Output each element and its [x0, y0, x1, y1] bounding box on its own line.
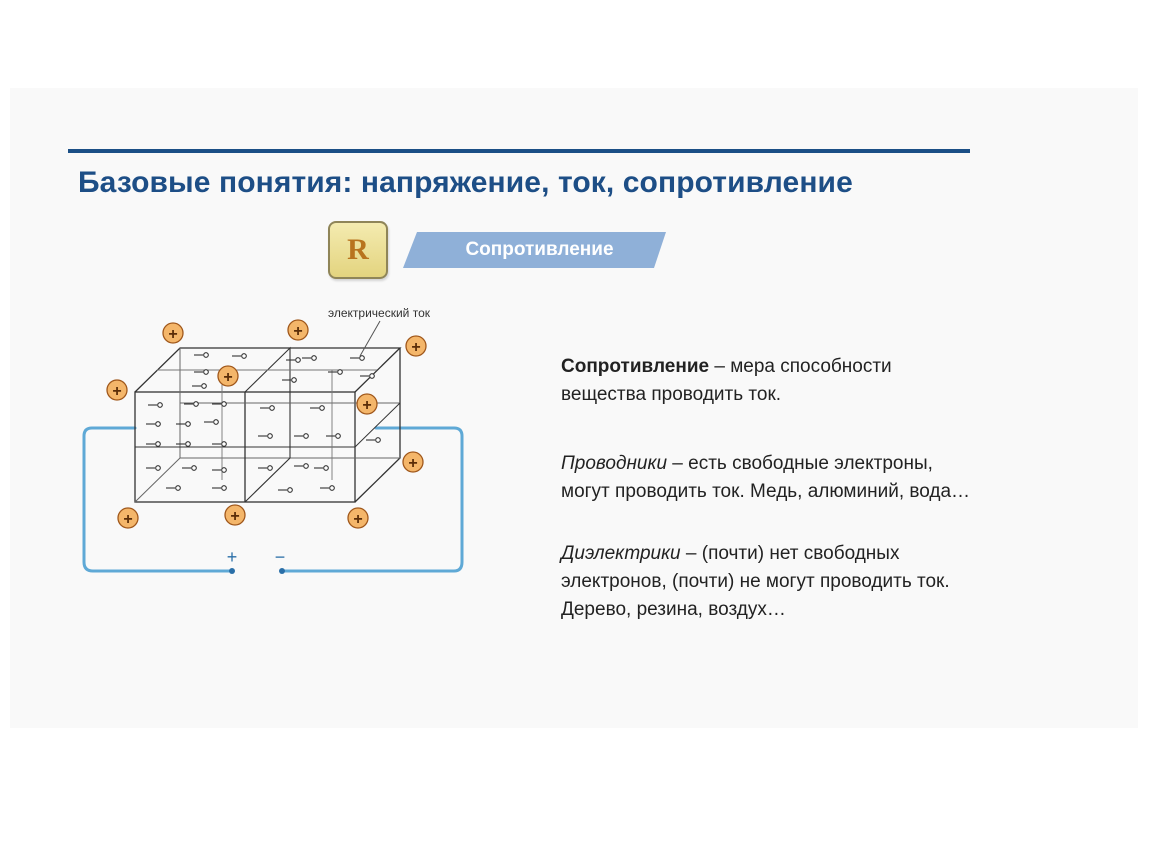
ion-icon: + — [117, 507, 139, 529]
svg-text:+: + — [353, 511, 362, 528]
definition-dielectrics: Диэлектрики – (почти) нет свободных элек… — [561, 540, 1121, 624]
conductor-diagram: + − — [82, 306, 464, 574]
ion-icon: + — [402, 451, 424, 473]
svg-text:+: + — [168, 326, 177, 343]
svg-text:+: + — [112, 383, 121, 400]
current-leader-line — [359, 320, 381, 357]
definition-resistance: Сопротивление – мера способности веществ… — [561, 353, 1121, 409]
definition-text: могут проводить ток. Медь, алюминий, вод… — [561, 481, 971, 502]
definition-text: вещества проводить ток. — [561, 384, 782, 405]
ion-icon: + — [405, 335, 427, 357]
ion-icon: + — [162, 322, 184, 344]
terminal-plus-label: + — [227, 547, 238, 567]
svg-text:+: + — [230, 508, 239, 525]
definition-conductors: Проводники – есть свободные электроны, м… — [561, 450, 1121, 506]
svg-text:+: + — [123, 511, 132, 528]
svg-text:+: + — [223, 369, 232, 386]
crystal-box — [134, 346, 402, 503]
section-banner: Сопротивление — [403, 232, 666, 268]
definition-text: – есть свободные электроны, — [667, 453, 933, 474]
title-rule — [68, 149, 970, 153]
positive-ions: + + + + + + + + — [106, 319, 427, 529]
ion-icon: + — [224, 504, 246, 526]
svg-text:+: + — [293, 323, 302, 340]
electrons — [146, 352, 381, 493]
svg-text:+: + — [411, 339, 420, 356]
resistance-letter: R — [347, 233, 369, 266]
resistance-badge: R — [328, 221, 388, 279]
circuit-wire — [82, 426, 464, 573]
definition-text: электронов, (почти) не могут проводить т… — [561, 571, 950, 592]
svg-text:+: + — [362, 397, 371, 414]
ion-icon: + — [347, 507, 369, 529]
svg-text:+: + — [408, 455, 417, 472]
definition-text: – мера способности — [709, 356, 892, 377]
ion-icon: + — [106, 379, 128, 401]
definition-text: – (почти) нет свободных — [680, 543, 900, 564]
slide-title: Базовые понятия: напряжение, ток, сопрот… — [78, 166, 853, 199]
term-dielectrics: Диэлектрики — [561, 543, 681, 564]
ion-icon: + — [217, 365, 239, 387]
term-conductors: Проводники — [561, 453, 668, 474]
definition-text: Дерево, резина, воздух… — [561, 599, 786, 620]
current-label: электрический ток — [328, 306, 431, 320]
term-resistance: Сопротивление — [561, 356, 710, 377]
terminal-plus-dot — [229, 568, 235, 574]
section-banner-label: Сопротивление — [465, 239, 614, 260]
terminal-minus-dot — [279, 568, 285, 574]
ion-icon: + — [287, 319, 309, 341]
terminal-minus-label: − — [275, 547, 286, 567]
ion-icon: + — [356, 393, 378, 415]
slide-background — [10, 88, 1138, 728]
